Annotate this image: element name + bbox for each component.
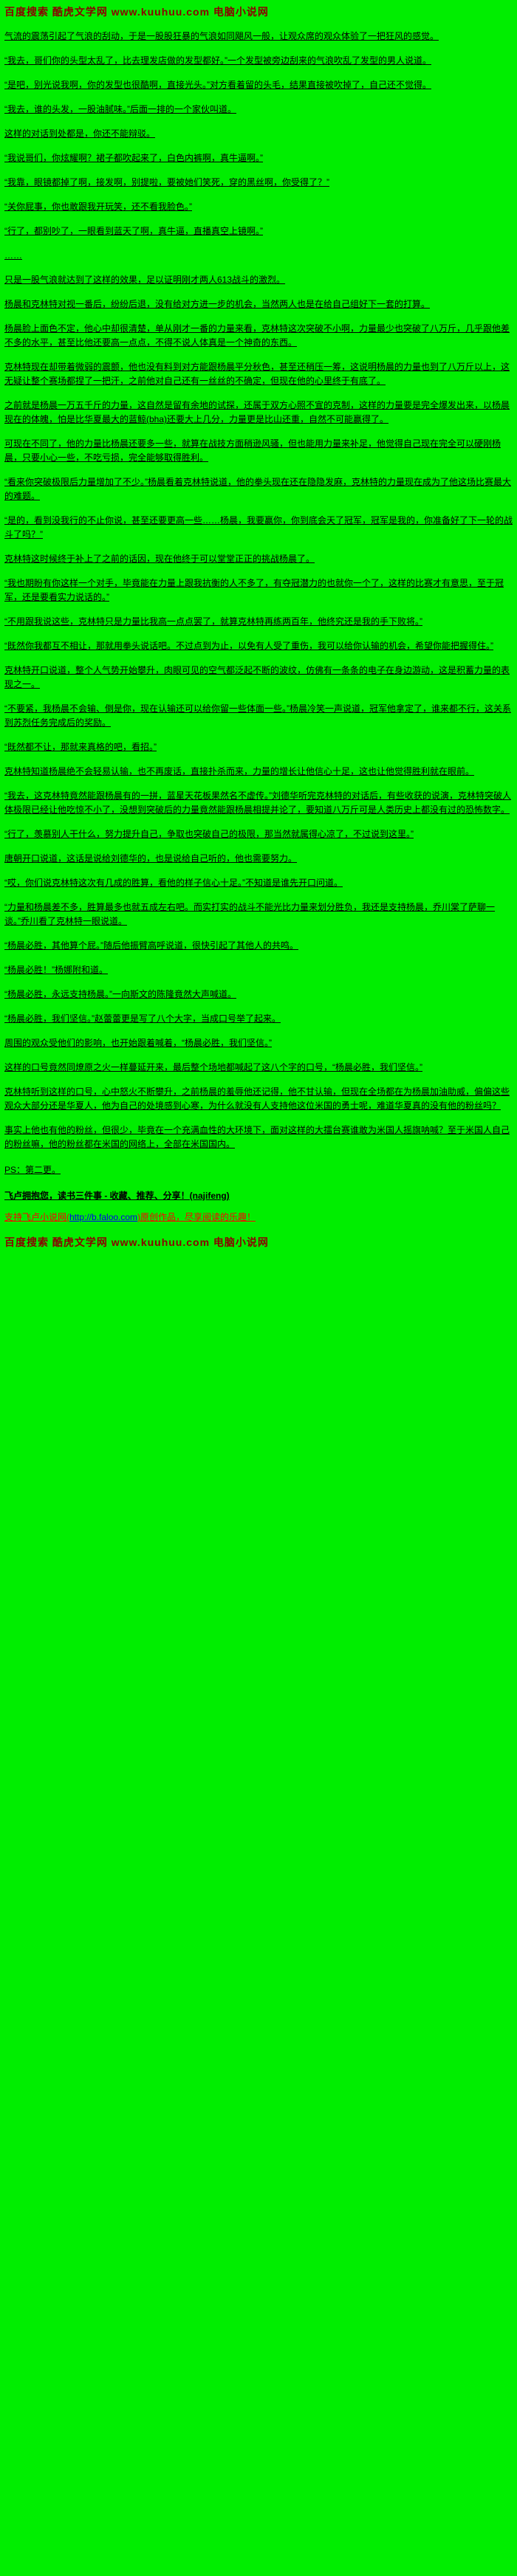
faloo-site-link[interactable]: http://b.faloo.com — [69, 1212, 138, 1222]
paragraph: “杨晨必胜！”杨娜附和道。 — [4, 965, 108, 975]
paragraph: “我去，哥们你的头型太乱了，比去理发店做的发型都好。”一个发型被旁边刮来的气浪吹… — [4, 55, 431, 66]
paragraph: 克林特开口说道，整个人气势开始攀升，肉眼可见的空气都泛起不断的波纹，仿佛有一条条… — [4, 665, 510, 689]
paragraph: “我靠，眼镜都掉了啊，接发啊，别提啦，要被她们笑死，穿的黑丝啊，你受得了？” — [4, 177, 329, 187]
paragraph: 气流的震荡引起了气浪的刮动，于是一股股狂暴的气浪如同飓风一般，让观众席的观众体验… — [4, 31, 439, 41]
paragraph: “行了，羡慕别人干什么，努力提升自己，争取也突破自己的极限，那当然就属得心凉了，… — [4, 829, 414, 839]
paragraph: 克林特现在却带着微弱的震颤，他也没有料到对方能跟杨晨平分秋色，甚至还稍压一筹，这… — [4, 362, 510, 386]
paragraph: “我也期盼有你这样一个对手，毕竟能在力量上跟我抗衡的人不多了，有夺冠潜力的也就你… — [4, 578, 504, 602]
bottom-site-banner-link[interactable]: 百度搜索 酷虎文学网 www.kuuhuu.com 电脑小说网 — [4, 1236, 269, 1248]
paragraph: “是的，看到没我行的不止你说，甚至还要更高一些……杨晨，我要赢你，你到底会天了冠… — [4, 515, 513, 540]
paragraph: 杨晨脸上面色不定，他心中却很清楚，单从刚才一番的力量来看，克林特这次突破不小啊，… — [4, 323, 510, 348]
paragraph: “不用跟我说这些，克林特只是力量比我高一点点罢了，就算克林特再练两百年，他终究还… — [4, 616, 422, 627]
top-site-banner-link[interactable]: 百度搜索 酷虎文学网 www.kuuhuu.com 电脑小说网 — [4, 6, 269, 18]
paragraph: 事实上他也有他的粉丝，但很少，毕竟在一个充满血性的大环境下，面对这样的大擂台赛谁… — [4, 1125, 510, 1149]
paragraph: 只是一股气浪就达到了这样的效果，足以证明刚才两人613战斗的激烈。 — [4, 275, 286, 285]
paragraph: 唐朝开口说道，这话是说给刘德华的，也是说给自己听的，他也需要努力。 — [4, 853, 298, 864]
paragraph: …… — [4, 250, 22, 261]
paragraph: “我去，这克林特竟然能跟杨晨有的一拼，蓝星天花板果然名不虚传。”刘德华听完克林特… — [4, 791, 511, 815]
paragraph: “我说哥们，你炫耀啊？裙子都吹起来了，白色内裤啊，真牛逼啊。” — [4, 153, 263, 163]
paragraph: “既然你我都互不相让，那就用拳头说话吧。不过点到为止，以免有人受了重伤，我可以给… — [4, 641, 493, 651]
support-line-prefix: 支持飞卢小说网( — [4, 1212, 69, 1222]
paragraph: 之前就是杨晨一万五千斤的力量，这自然是留有余地的试探，还属于双方心照不宣的克制，… — [4, 400, 510, 424]
paragraph: 克林特听到这样的口号，心中怒火不断攀升，之前杨晨的羞辱他还记得，他不甘认输，但现… — [4, 1086, 510, 1111]
paragraph: “杨晨必胜，其他算个屁。”随后他振臂高呼说道，很快引起了其他人的共鸣。 — [4, 940, 298, 951]
support-line-suffix: )原创作品，尽享阅读的乐趣！ — [137, 1212, 256, 1222]
paragraph: “杨晨必胜，我们坚信。”赵蕾蕾更是写了八个大字，当成口号举了起来。 — [4, 1013, 281, 1024]
paragraph: “杨晨必胜，永远支持杨晨。”一向斯文的陈隆竟然大声喊道。 — [4, 989, 236, 999]
paragraph: 克林特这时候终于补上了之前的话因，现在他终于可以堂堂正正的挑战杨晨了。 — [4, 554, 315, 564]
paragraph: “力量和杨晨差不多，胜算最多也就五成左右吧。而实打实的战斗不能光比力量来划分胜负… — [4, 902, 496, 926]
share-reminder-line: 飞卢拥抱您，读书三件事 - 收藏、推荐、分享！(najifeng) — [4, 1191, 230, 1201]
paragraph: 这样的对话到处都是，你还不能辩驳。 — [4, 128, 156, 139]
paragraph: “是吧，别光说我啊，你的发型也很酷啊，直接光头。”对方看着留的头毛，结果直接被吹… — [4, 80, 431, 90]
paragraph: 杨晨和克林特对视一番后，纷纷后退，没有给对方进一步的机会，当然两人也是在给自己组… — [4, 299, 431, 309]
paragraph: “关你屁事，你也敢跟我开玩笑，还不看我脸色。” — [4, 202, 192, 212]
chapter-text: 气流的震荡引起了气浪的刮动，于是一股股狂暴的气浪如同飓风一般，让观众席的观众体验… — [4, 30, 513, 1151]
support-site-line: 支持飞卢小说网(http://b.faloo.com)原创作品，尽享阅读的乐趣！ — [4, 1210, 513, 1225]
paragraph: 可现在不同了，他的力量比杨晨还要多一些，就算在战技方面稍逊风骚，但也能用力量来补… — [4, 438, 501, 463]
paragraph: 这样的口号竟然同燎原之火一样蔓延开来，最后整个场地都喊起了这八个字的口号，“杨晨… — [4, 1062, 422, 1072]
paragraph: “我去，谁的头发，一股油腻味。”后面一排的一个家伙叫道。 — [4, 104, 236, 114]
paragraph: 克林特知道杨晨绝不会轻易认输，也不再废话，直接扑杀而来，力量的增长让他信心十足，… — [4, 766, 475, 776]
paragraph: “既然都不让，那就来真格的吧，看招。” — [4, 742, 157, 752]
paragraph: “行了，都别吵了，一眼看到蓝天了啊，真牛逼，直播真空上镜啊。” — [4, 226, 263, 236]
paragraph: 周围的观众受他们的影响，也开始跟着喊着，“杨晨必胜，我们坚信。” — [4, 1038, 272, 1048]
ps-note: PS：第二更。 — [4, 1165, 61, 1175]
paragraph: “看来你突破极限后力量增加了不少。”杨晨看着克林特说道，他的拳头现在还在隐隐发麻… — [4, 477, 511, 501]
paragraph: “不要紧，我杨晨不会输、倒是你，现在认输还可以给你留一些体面一些。”杨晨冷笑一声… — [4, 703, 511, 728]
paragraph: “哎，你们说克林特这次有几成的胜算，看他的样子信心十足。”不知道是谁先开口问道。 — [4, 878, 343, 888]
